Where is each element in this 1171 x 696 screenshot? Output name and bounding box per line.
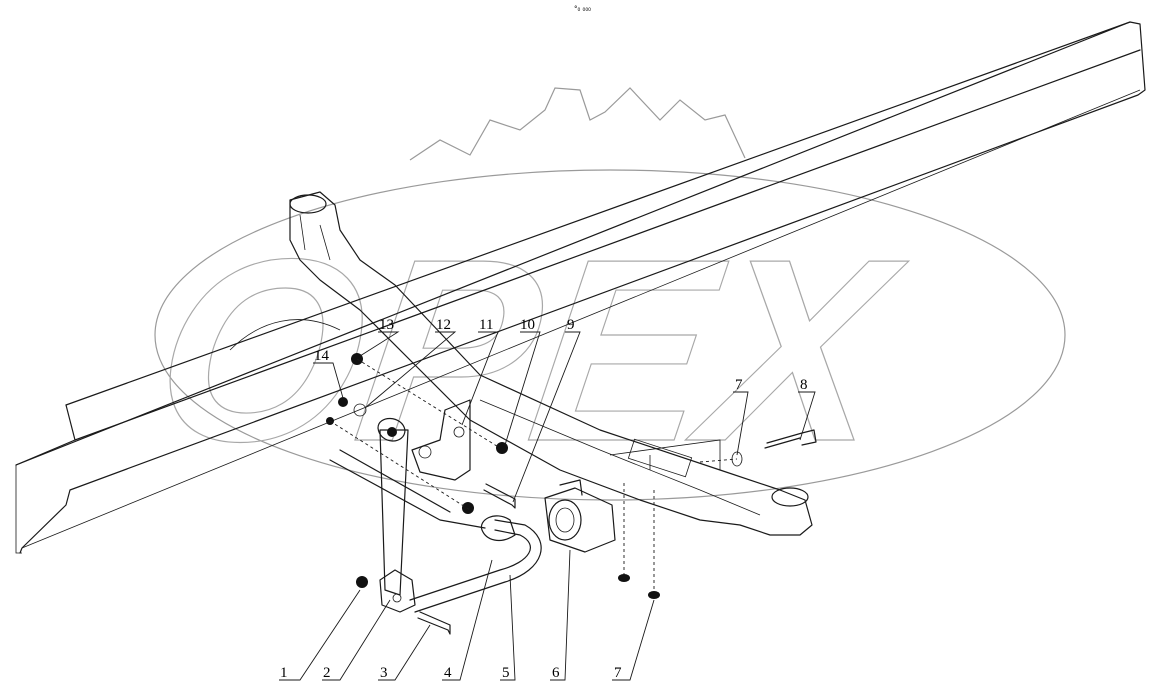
top-mark-text: °₀ ₀₀₀: [574, 5, 591, 13]
callout-6: 6: [552, 665, 560, 681]
nut-1: [356, 576, 368, 588]
washer-7c: [648, 591, 660, 599]
stabilizer-link: [377, 417, 416, 613]
callout-7-bottom: 7: [614, 665, 622, 681]
callout-7-right: 7: [735, 377, 743, 393]
callout-11: 11: [479, 317, 493, 333]
washer-12: [353, 403, 367, 417]
callout-5: 5: [502, 665, 510, 681]
callout-labels: 1 2 3 4 5 6 7 7 8 9 10 11 12 13 14: [280, 317, 808, 681]
nut-10: [496, 442, 508, 454]
stabilizer-clamp: [544, 479, 616, 553]
assembly-lines: [329, 358, 738, 592]
callout-12: 12: [436, 317, 451, 333]
callout-9: 9: [567, 317, 575, 333]
callout-3: 3: [380, 665, 388, 681]
callout-4: 4: [444, 665, 452, 681]
bolt-8: [764, 429, 817, 449]
callout-14: 14: [314, 348, 330, 364]
callout-10: 10: [520, 317, 535, 333]
callout-2: 2: [323, 665, 331, 681]
callout-8: 8: [800, 377, 808, 393]
bolt-3: [417, 611, 451, 635]
watermark-gear-outline: [409, 87, 746, 161]
watermark-ellipse: [154, 169, 1066, 501]
washer-7b: [618, 574, 630, 582]
opex-watermark: OPEX: [140, 87, 1066, 501]
callout-1: 1: [280, 665, 288, 681]
front-axle-beam: [289, 191, 813, 536]
bolt-9: [483, 483, 516, 509]
stabilizer-bar: [329, 449, 542, 613]
watermark-text: OPEX: [140, 205, 917, 496]
frame-rail: [15, 21, 1146, 554]
link-bracket: [411, 399, 471, 481]
nut-14: [338, 397, 348, 407]
callout-13: 13: [379, 317, 394, 333]
leader-lines: [279, 331, 816, 681]
nut-mid: [462, 502, 474, 514]
